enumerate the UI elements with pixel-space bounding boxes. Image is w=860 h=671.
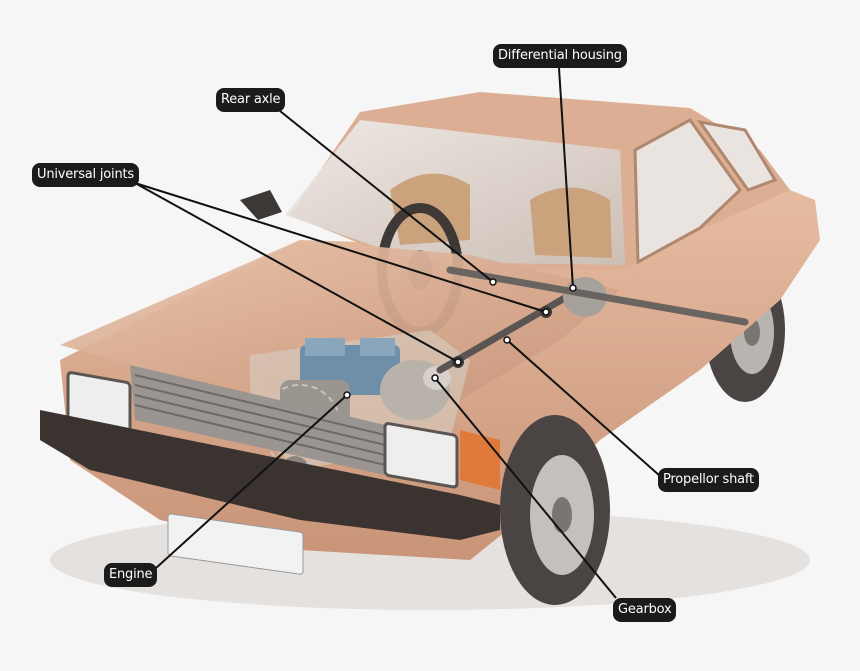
label-differential-housing: Differential housing (493, 44, 627, 68)
side-window-front (633, 118, 742, 265)
label-gearbox: Gearbox (613, 598, 677, 622)
headlight-right (383, 422, 459, 489)
grille (130, 365, 385, 475)
label-propellor-shaft: Propellor shaft (658, 468, 759, 492)
side-window-rear (696, 119, 778, 192)
leader-universal-joint-front (134, 182, 459, 363)
leader-lines (134, 67, 661, 599)
label-universal-joints: Universal joints (32, 163, 139, 187)
label-engine: Engine (104, 563, 158, 587)
front-wheel (500, 415, 610, 605)
leader-differential (558, 67, 574, 289)
wing-mirror (240, 190, 282, 220)
front-bumper (40, 410, 500, 540)
label-rear-axle: Rear axle (216, 88, 286, 112)
leader-rear-axle (279, 110, 494, 283)
hood (60, 240, 620, 400)
leader-universal-joint-rear (134, 182, 547, 313)
gearbox-shape (380, 360, 451, 420)
turn-indicator (460, 430, 500, 490)
leader-engine (155, 394, 348, 569)
number-plate (167, 513, 304, 575)
rear-axle-shape (446, 266, 749, 326)
leader-propellor (506, 339, 661, 477)
leader-gearbox (434, 377, 617, 599)
